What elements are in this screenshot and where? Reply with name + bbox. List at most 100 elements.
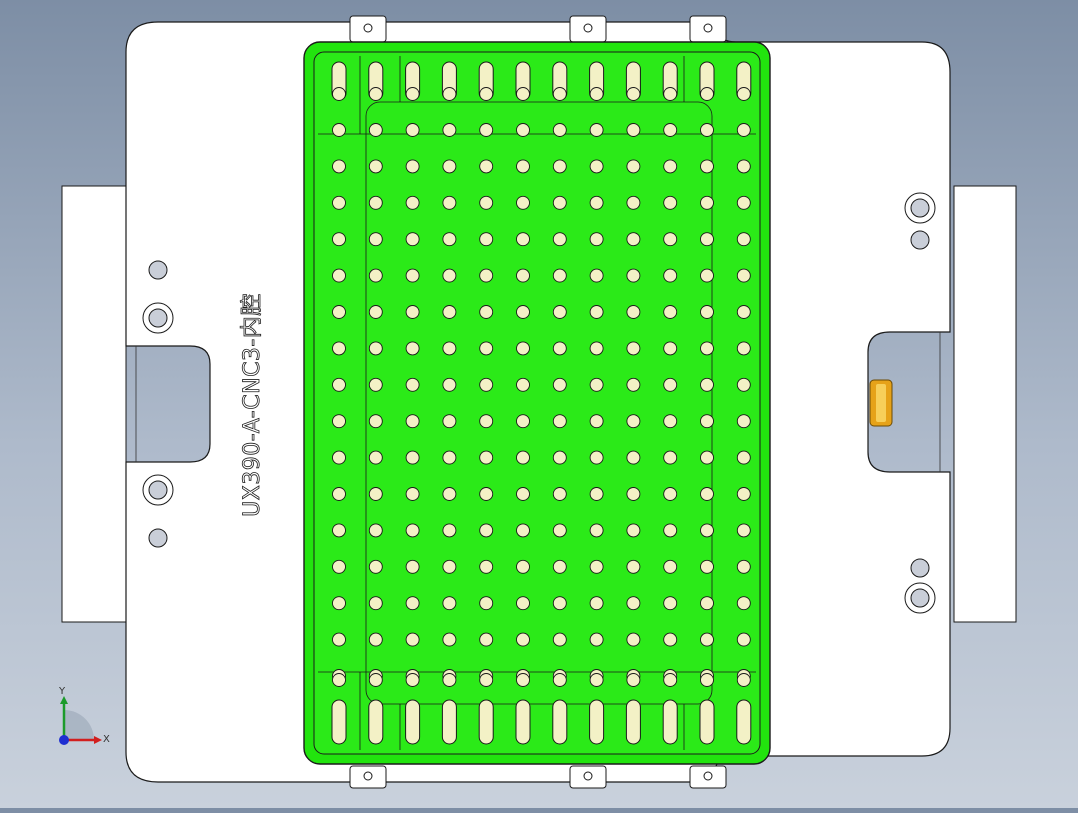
cavity-inner-rim [313,51,761,755]
round-hole [736,123,751,137]
round-hole [332,673,346,687]
round-hole [626,159,641,174]
round-hole [479,195,494,210]
round-hole [405,487,420,501]
round-hole [516,632,530,647]
round-hole [368,596,383,611]
round-hole [368,123,383,137]
round-hole [700,123,714,137]
round-hole [405,450,420,465]
round-hole [626,195,641,210]
round-hole [700,159,714,174]
round-hole [368,159,383,174]
x-axis-label: X [103,734,110,745]
round-hole [405,268,420,283]
round-hole [368,632,383,647]
round-hole [332,596,346,611]
part-label: UX390-A-CNC3-内腔 [240,293,266,518]
round-hole [479,487,494,501]
round-hole [516,305,530,319]
round-hole [332,87,346,101]
round-hole [442,305,457,319]
round-hole [405,523,420,538]
round-hole [405,195,420,210]
round-hole [552,596,567,611]
round-hole [626,377,641,392]
round-hole [663,232,678,247]
round-hole [552,523,567,538]
round-hole [442,414,457,429]
round-hole [368,195,383,210]
round-hole [516,159,530,174]
round-hole [736,487,751,501]
round-hole [589,523,604,538]
round-hole [368,87,383,101]
round-hole [663,450,678,465]
round-hole [368,268,383,283]
round-hole [332,123,346,137]
round-hole [700,232,714,247]
round-hole [516,87,530,101]
round-hole [552,159,567,174]
round-hole [589,195,604,210]
round-hole [332,341,346,356]
round-hole [516,341,530,356]
round-hole [700,377,714,392]
round-hole [589,268,604,283]
slot-hole [368,699,384,745]
round-hole [589,632,604,647]
round-hole [700,632,714,647]
round-hole [626,596,641,611]
round-hole [589,414,604,429]
round-hole [332,487,346,501]
round-hole [626,268,641,283]
round-hole [700,305,714,319]
round-hole [332,559,346,574]
round-hole [405,87,420,101]
round-hole [516,414,530,429]
y-axis-label: Y [59,686,66,697]
round-hole [479,523,494,538]
round-hole [626,123,641,137]
round-hole [663,305,678,319]
round-hole [442,559,457,574]
round-hole [442,596,457,611]
round-hole [663,268,678,283]
round-hole [552,268,567,283]
round-hole [552,487,567,501]
round-hole [736,268,751,283]
round-hole [700,559,714,574]
round-hole [589,87,604,101]
round-hole [736,596,751,611]
round-hole [736,87,751,101]
slot-hole [515,699,531,745]
round-hole [589,341,604,356]
round-hole [405,123,420,137]
round-hole [663,559,678,574]
round-hole [442,195,457,210]
round-hole [479,450,494,465]
round-hole [626,559,641,574]
round-hole [405,414,420,429]
round-hole [479,87,494,101]
round-hole [552,632,567,647]
round-hole [626,450,641,465]
round-hole [516,450,530,465]
round-hole [552,232,567,247]
slot-hole [331,699,347,745]
round-hole [626,305,641,319]
round-hole [405,632,420,647]
round-hole [479,377,494,392]
slot-hole [625,699,641,745]
round-hole [442,341,457,356]
round-hole [663,123,678,137]
round-hole [479,414,494,429]
round-hole [663,523,678,538]
round-hole [332,232,346,247]
round-hole [700,523,714,538]
clamp-tab-holes [363,23,713,781]
positioning-pin [869,379,893,427]
round-hole [589,487,604,501]
